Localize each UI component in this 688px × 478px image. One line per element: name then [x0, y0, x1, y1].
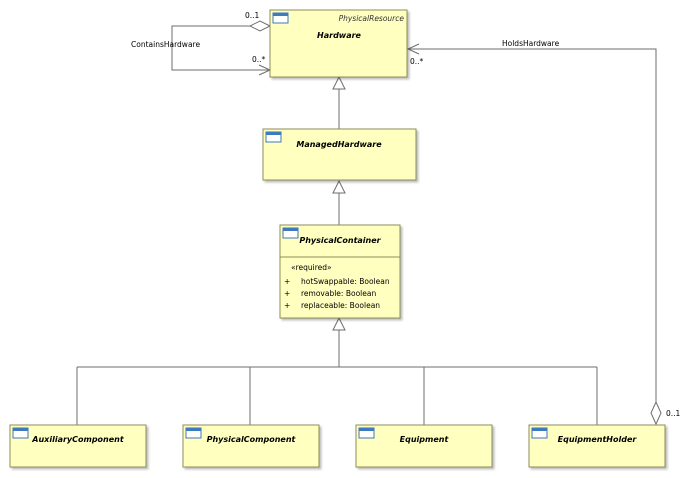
- generalization-arrow-managed: [332, 179, 346, 194]
- holds-hardware-mult-holder: 0..1: [666, 409, 681, 418]
- attribute-row: hotSwappable: Boolean: [301, 277, 390, 286]
- contains-hardware-label: ContainsHardware: [131, 40, 200, 49]
- class-equipment-holder[interactable]: EquipmentHolder: [528, 424, 666, 468]
- class-managed-hardware[interactable]: ManagedHardware: [262, 128, 417, 181]
- class-name: EquipmentHolder: [558, 435, 638, 444]
- holds-hardware-arrowhead: [406, 43, 420, 55]
- class-name: AuxiliaryComponent: [31, 435, 125, 444]
- contains-hardware-mult-top: 0..1: [245, 11, 260, 20]
- class-equipment[interactable]: Equipment: [355, 424, 493, 468]
- generalization-arrow-hardware: [332, 75, 346, 90]
- holds-hardware-aggregation-diamond: [650, 400, 662, 426]
- attribute-row: removable: Boolean: [301, 289, 376, 298]
- class-hardware[interactable]: PhysicalResource Hardware: [269, 9, 408, 78]
- class-name: PhysicalContainer: [299, 236, 381, 245]
- class-stereotype: PhysicalResource: [339, 14, 405, 23]
- class-name: ManagedHardware: [296, 140, 382, 149]
- attribute-visibility: +: [284, 301, 290, 310]
- class-name: Hardware: [317, 31, 362, 40]
- class-physical-container[interactable]: PhysicalContainer «required» + hotSwappa…: [279, 224, 401, 319]
- contains-hardware-aggregation-diamond: [248, 20, 272, 32]
- contains-hardware-mult-bottom: 0..*: [252, 55, 266, 64]
- attribute-stereotype: «required»: [291, 263, 332, 272]
- connectors: [76, 20, 662, 426]
- contains-hardware-line[interactable]: [171, 25, 270, 71]
- class-name: PhysicalComponent: [207, 435, 297, 444]
- class-physical-component[interactable]: PhysicalComponent: [182, 424, 320, 468]
- class-auxiliary-component[interactable]: AuxiliaryComponent: [9, 424, 147, 468]
- holds-hardware-label: HoldsHardware: [502, 39, 560, 48]
- generalization-arrow-container: [332, 316, 346, 331]
- attribute-visibility: +: [284, 277, 290, 286]
- attribute-row: replaceable: Boolean: [301, 301, 380, 310]
- holds-hardware-line[interactable]: [408, 48, 657, 402]
- holds-hardware-mult-hardware: 0..*: [410, 57, 424, 66]
- class-name: Equipment: [400, 435, 450, 444]
- attribute-visibility: +: [284, 289, 290, 298]
